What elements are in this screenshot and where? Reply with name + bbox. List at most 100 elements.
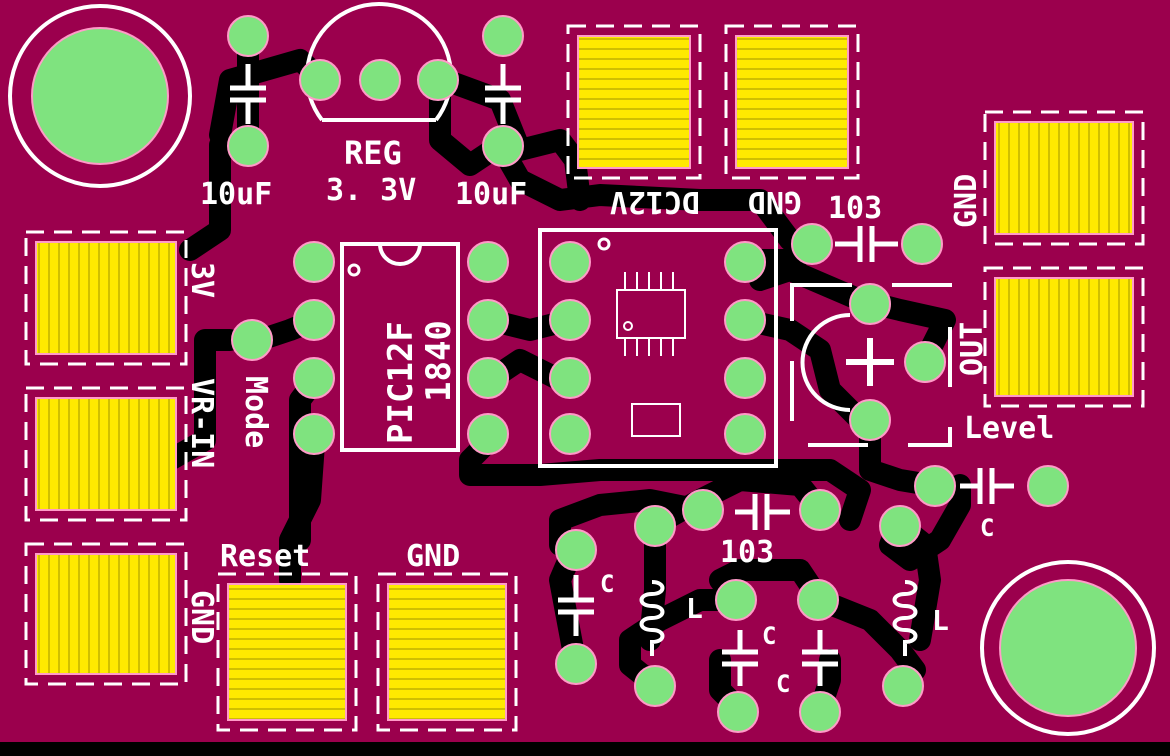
pad-reg-in bbox=[299, 59, 341, 101]
label-dc12v: DC12V bbox=[610, 184, 700, 219]
pad-c-right-b bbox=[1027, 465, 1069, 507]
pad-soic-5 bbox=[724, 413, 766, 455]
pad-pic-6 bbox=[467, 357, 509, 399]
cap-symbol-103-top bbox=[835, 226, 898, 262]
soic-pin1-dot bbox=[597, 237, 611, 251]
pad-cap-right-top bbox=[482, 15, 524, 57]
pad-soic-4 bbox=[549, 413, 591, 455]
label-cap-right: 10uF bbox=[455, 177, 527, 212]
pad-soic-1 bbox=[549, 241, 591, 283]
inductor-symbol-l2 bbox=[892, 580, 918, 656]
level-pot-outline bbox=[790, 283, 952, 447]
label-pic-line2: 1840 bbox=[419, 320, 459, 402]
gnd-bottom-pad bbox=[387, 583, 507, 721]
label-gnd-bottom: GND bbox=[406, 539, 460, 574]
pad-pic-2 bbox=[293, 299, 335, 341]
pad-c2-bottom bbox=[717, 691, 759, 733]
pad-soic-7 bbox=[724, 299, 766, 341]
label-3v: 3V bbox=[184, 262, 219, 298]
pad-l1-bottom bbox=[634, 665, 676, 707]
pad-103-bottom-a bbox=[682, 489, 724, 531]
pad-soic-8 bbox=[724, 241, 766, 283]
pad-c2-top bbox=[715, 579, 757, 621]
pad-soic-3 bbox=[549, 357, 591, 399]
pad-pic-8 bbox=[467, 241, 509, 283]
pad-cap-right-bottom bbox=[482, 125, 524, 167]
gnd-bottom-pad-frame bbox=[376, 572, 518, 732]
cap-symbol-10uf-right bbox=[485, 64, 521, 124]
label-out: OUT bbox=[955, 322, 990, 376]
pad-cap-left-top bbox=[227, 15, 269, 57]
label-c1: C bbox=[600, 570, 614, 598]
pad-pot-3 bbox=[849, 399, 891, 441]
cap-symbol-c3 bbox=[802, 630, 838, 686]
label-pic-line1: PIC12F bbox=[381, 321, 421, 444]
label-mode: Mode bbox=[238, 376, 273, 448]
cap-symbol-c2 bbox=[722, 630, 758, 686]
pad-c3-bottom bbox=[799, 691, 841, 733]
gnd-top-pad bbox=[735, 35, 849, 169]
pad-pic-4 bbox=[293, 413, 335, 455]
pad-pic-3 bbox=[293, 357, 335, 399]
reset-pad bbox=[227, 583, 347, 721]
pad-reg-out bbox=[417, 59, 459, 101]
out-pad-frame bbox=[983, 266, 1145, 408]
cap-symbol-10uf-left bbox=[230, 64, 266, 124]
pad-cap-left-bottom bbox=[227, 125, 269, 167]
3v-pad bbox=[35, 241, 177, 355]
label-c3: C bbox=[776, 670, 790, 698]
gnd-right-pad bbox=[994, 121, 1134, 235]
gnd-left-pad bbox=[35, 553, 177, 675]
vr-in-pad bbox=[35, 397, 177, 511]
mounting-hole-top-left bbox=[8, 4, 192, 188]
pad-c3-top bbox=[797, 579, 839, 621]
pad-l2-top bbox=[879, 505, 921, 547]
pad-soic-6 bbox=[724, 357, 766, 399]
pad-pic-5 bbox=[467, 413, 509, 455]
level-pot-plus bbox=[846, 338, 894, 386]
level-pot-arc bbox=[800, 313, 851, 412]
pic-pin1-dot bbox=[347, 263, 361, 277]
pad-soic-2 bbox=[549, 299, 591, 341]
label-reset: Reset bbox=[220, 539, 310, 574]
pad-103-top-b bbox=[901, 223, 943, 265]
dc12v-pad-frame bbox=[566, 24, 702, 180]
pad-l2-bottom bbox=[882, 665, 924, 707]
label-gnd-top: GND bbox=[748, 184, 802, 219]
pad-l1-top bbox=[634, 505, 676, 547]
label-l2: L bbox=[932, 604, 949, 637]
pad-pot-2 bbox=[904, 341, 946, 383]
label-cap-103-top: 103 bbox=[828, 191, 882, 226]
pad-mode bbox=[231, 319, 273, 361]
gnd-right-pad-frame bbox=[983, 110, 1145, 246]
cap-symbol-c-right bbox=[960, 468, 1014, 504]
label-l1: L bbox=[686, 592, 703, 625]
gnd-top-pad-frame bbox=[724, 24, 860, 180]
label-cap-103-bottom: 103 bbox=[720, 535, 774, 570]
label-level: Level bbox=[964, 411, 1054, 446]
reset-pad-frame bbox=[216, 572, 358, 732]
label-gnd-right: GND bbox=[949, 174, 984, 228]
pad-pic-1 bbox=[293, 241, 335, 283]
pad-pot-1 bbox=[849, 283, 891, 325]
pic-outline bbox=[340, 242, 460, 452]
pic-notch bbox=[378, 243, 422, 266]
label-c2: C bbox=[762, 622, 776, 650]
pad-103-top-a bbox=[791, 223, 833, 265]
pad-pic-7 bbox=[467, 299, 509, 341]
cap-symbol-103-bottom bbox=[735, 494, 790, 530]
cap-symbol-c1 bbox=[558, 575, 594, 636]
mounting-hole-bottom-right bbox=[980, 560, 1156, 736]
dc12v-pad bbox=[577, 35, 691, 169]
3v-pad-frame bbox=[24, 230, 188, 366]
gnd-left-pad-frame bbox=[24, 542, 188, 686]
soic-small-part bbox=[631, 403, 681, 437]
soic-adapter-outline bbox=[538, 228, 778, 468]
out-pad bbox=[994, 277, 1134, 397]
label-cap-left: 10uF bbox=[200, 177, 272, 212]
pad-c1-top bbox=[555, 529, 597, 571]
pad-103-bottom-b bbox=[799, 489, 841, 531]
label-gnd-left: GND bbox=[184, 590, 219, 644]
inductor-symbol-l1 bbox=[639, 580, 665, 656]
